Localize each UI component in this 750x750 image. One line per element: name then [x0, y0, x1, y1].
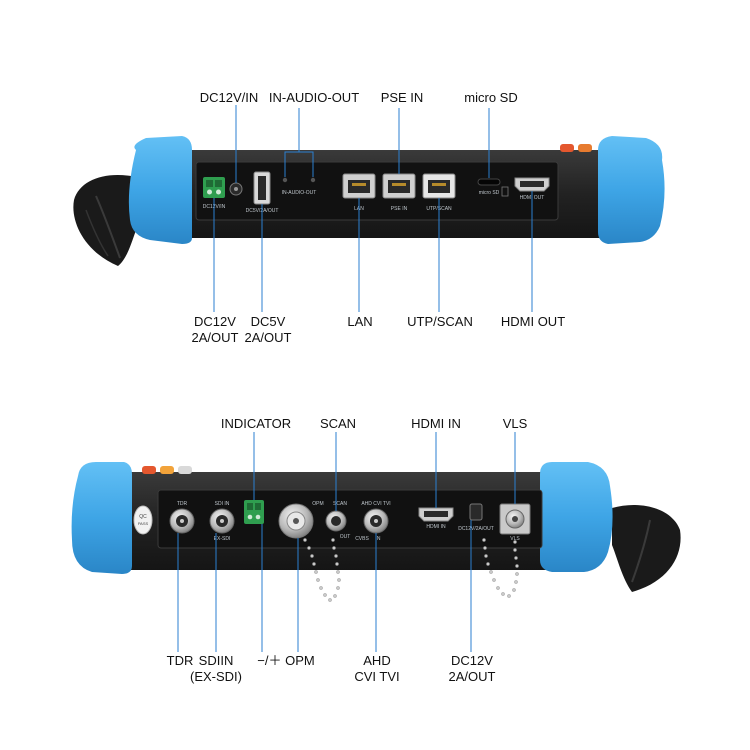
- label-in-audio-out: IN-AUDIO-OUT: [268, 90, 360, 105]
- label-indicator: INDICATOR: [220, 416, 292, 431]
- label-hdmi-in: HDMI IN: [411, 416, 461, 431]
- label-dc12v-out-bottom-line2: 2A/OUT: [448, 669, 496, 684]
- opm-connector: [278, 503, 314, 539]
- label-dc12v-out-top-line1: DC12V: [194, 314, 236, 329]
- label-dc12v-in: DC12V/IN: [199, 90, 259, 105]
- label-dc12v-out-bottom-line1: DC12V: [451, 653, 493, 668]
- left-bumper-bottom: [71, 462, 132, 574]
- pass-label: PASS: [138, 521, 149, 526]
- utp-scan-port: [422, 173, 456, 199]
- bead-chain-left: [303, 538, 341, 602]
- label-ahd-cvi-tvi: AHD CVI TVI: [354, 653, 399, 685]
- silk-dc12v-out: DC12V/2A/OUT: [458, 526, 494, 532]
- micro-sd-slot: [477, 178, 501, 186]
- label-hdmi-out: HDMI OUT: [500, 314, 566, 329]
- label-ahd-line1: AHD: [363, 653, 391, 668]
- qc-label: QC: [139, 514, 147, 520]
- silk-vls: VLS: [510, 536, 520, 542]
- dc12v-out-terminal: [203, 177, 225, 198]
- silk-out: OUT: [340, 534, 351, 540]
- qc-pass-sticker: QC PASS: [133, 505, 153, 535]
- label-sdi-in: SDIIN (EX-SDI): [190, 653, 242, 685]
- top-device: DC12V/IN DC5V/2A/OUT IN-AUDIO-OUT LAN PS…: [73, 105, 665, 312]
- hdmi-out-port: [514, 177, 550, 192]
- label-dc12v-out-top: DC12V 2A/OUT: [192, 314, 239, 346]
- label-scan: SCAN: [319, 416, 357, 431]
- leader-lines-bottom: [177, 432, 516, 652]
- silk-ex-sdi: EX-SDI: [214, 536, 231, 542]
- usb-port: [253, 171, 271, 205]
- bottom-device: QC PASS: [71, 432, 681, 652]
- label-lan: LAN: [347, 314, 373, 329]
- label-ahd-line2: CVI TVI: [354, 669, 400, 684]
- ahd-bnc-connector: [363, 508, 389, 534]
- bead-chain-right: [482, 538, 519, 598]
- dc12v-in-jack: [229, 182, 243, 196]
- polarity-terminal: [244, 500, 264, 524]
- silk-pse-in: PSE IN: [391, 206, 408, 212]
- label-dc12v-out-bottom: DC12V 2A/OUT: [449, 653, 496, 685]
- label-sdi-in-line2: (EX-SDI): [190, 669, 242, 684]
- label-dc5v-out-line2: 2A/OUT: [244, 330, 292, 345]
- label-pse-in: PSE IN: [380, 90, 424, 105]
- scan-bnc-connector: [325, 510, 347, 532]
- lan-port: [342, 173, 376, 199]
- silk-in: IN: [376, 536, 381, 542]
- silk-micro-sd: micro SD: [479, 190, 500, 196]
- label-dc5v-out-line1: DC5V: [250, 314, 286, 329]
- left-bumper-top: [128, 136, 192, 244]
- silk-hdmi-in: HDMI IN: [426, 524, 446, 530]
- silk-tdr: TDR: [177, 501, 188, 507]
- silk-sdi-in: SDI IN: [215, 501, 230, 507]
- silk-cvbs: CVBS: [355, 536, 369, 542]
- silk-scan: SCAN: [333, 501, 347, 507]
- leader-lines-top: [213, 105, 533, 312]
- label-dc12v-out-top-line2: 2A/OUT: [191, 330, 239, 345]
- label-sdi-in-line1: SDIIN: [198, 653, 234, 668]
- silk-opm: OPM: [312, 501, 323, 507]
- hdmi-in-port: [418, 507, 454, 522]
- label-polarity-opm: −/＋ OPM: [257, 653, 315, 668]
- pse-in-port: [382, 173, 416, 199]
- audio-in-jack: [282, 177, 288, 183]
- right-bumper-bottom: [540, 462, 613, 572]
- label-micro-sd: micro SD: [464, 90, 518, 105]
- dc12v-out-jack: [469, 503, 483, 521]
- hand-strap-bottom: [612, 504, 681, 592]
- right-bumper-top: [598, 136, 665, 244]
- port-panel-top: [195, 161, 559, 221]
- label-utp-scan: UTP/SCAN: [407, 314, 473, 329]
- tdr-bnc-connector: [169, 508, 195, 534]
- sdi-in-bnc-connector: [209, 508, 235, 534]
- audio-out-jack: [310, 177, 316, 183]
- label-tdr: TDR: [166, 653, 194, 668]
- vls-connector: [499, 503, 531, 535]
- label-vls: VLS: [502, 416, 528, 431]
- silk-in-audio-out: IN-AUDIO-OUT: [282, 190, 317, 196]
- silk-ahd: AHD CVI TVI: [361, 501, 390, 507]
- label-dc5v-out: DC5V 2A/OUT: [245, 314, 292, 346]
